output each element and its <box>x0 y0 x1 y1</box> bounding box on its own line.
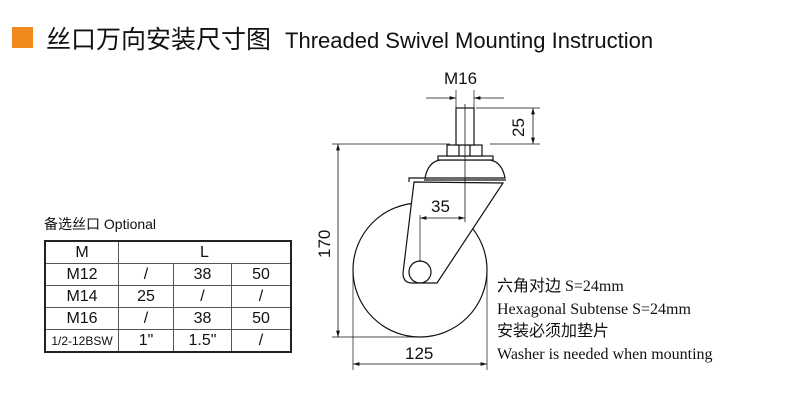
note-hex-en: Hexagonal Subtense S=24mm <box>497 300 691 318</box>
length-cell: 38 <box>173 307 232 330</box>
table-caption: 备选丝口 Optional <box>44 216 157 232</box>
dim-height: 170 <box>315 230 334 258</box>
length-cell: / <box>231 329 292 353</box>
thread-size-cell: 1/2-12BSW <box>44 329 119 353</box>
length-cell: 50 <box>231 307 292 330</box>
note-hex-cn: 六角对边 S=24mm <box>497 278 624 295</box>
title-cn: 丝口万向安装尺寸图 <box>46 25 272 54</box>
note-washer-cn: 安装必须加垫片 <box>497 323 610 340</box>
hex-nut <box>446 144 483 157</box>
length-cell: 1.5" <box>173 329 232 353</box>
title-accent-square <box>12 27 33 48</box>
dim-thread: M16 <box>444 69 477 88</box>
page-title: 丝口万向安装尺寸图 Threaded Swivel Mounting Instru… <box>46 20 653 56</box>
note-washer-en: Washer is needed when mounting <box>497 345 713 363</box>
dim-offset: 35 <box>431 197 450 216</box>
mounting-notes: 六角对边 S=24mm Hexagonal Subtense S=24mm 安装… <box>497 276 713 366</box>
dim-wheel: 125 <box>405 344 433 363</box>
fork-tab <box>408 177 428 182</box>
thread-size-cell: M14 <box>44 285 119 308</box>
title-en: Threaded Swivel Mounting Instruction <box>285 28 654 53</box>
thread-size-cell: M12 <box>44 263 119 286</box>
thread-size-cell: M16 <box>44 307 119 330</box>
dim-stem: 25 <box>509 118 528 137</box>
fork <box>402 181 505 284</box>
mounting-plate <box>437 155 494 161</box>
